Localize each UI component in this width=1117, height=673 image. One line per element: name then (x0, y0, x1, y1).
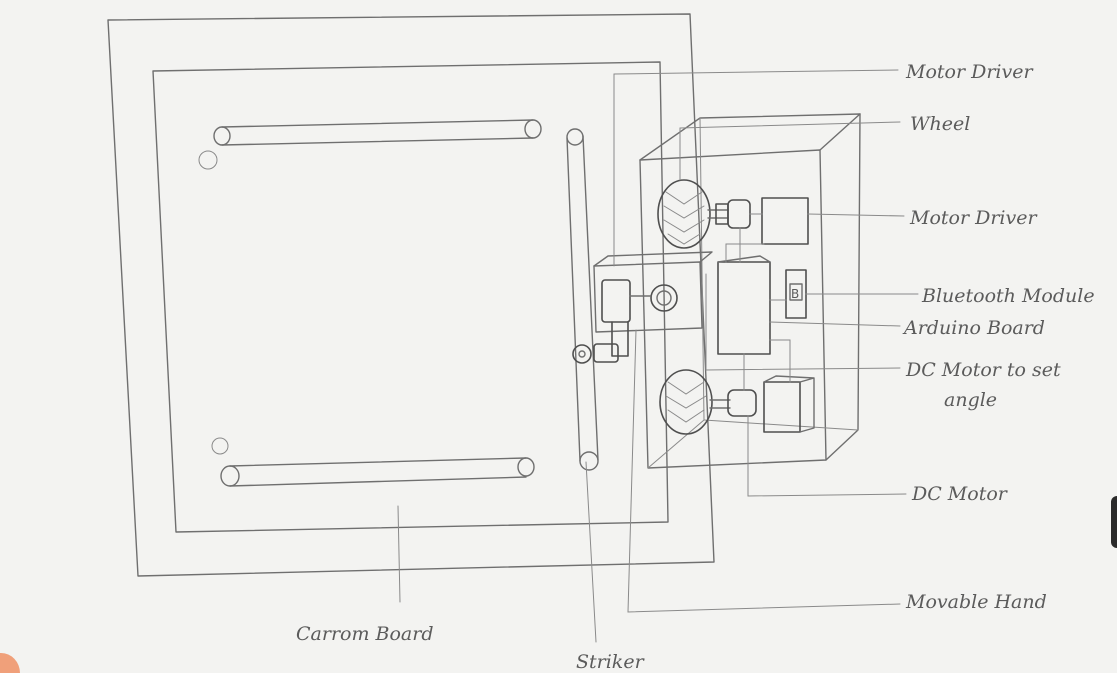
bottom-rail (221, 458, 534, 486)
label-dc-motor-angle-line2: angle (944, 389, 997, 411)
label-carrom-board: Carrom Board (296, 623, 434, 645)
label-bluetooth-module: Bluetooth Module (921, 285, 1095, 307)
bluetooth-module-letter: B (791, 287, 799, 301)
label-dc-motor-to-set-angle: DC Motor to set (905, 359, 1061, 381)
label-striker: Striker (576, 651, 646, 673)
bluetooth-module: B (786, 270, 806, 318)
robot-housing (640, 114, 860, 468)
label-wheel: Wheel (910, 113, 970, 135)
top-rail (214, 120, 541, 145)
top-wheel (658, 180, 710, 248)
label-motor-driver-top: Motor Driver (905, 61, 1034, 83)
motor-driver-box-lower (764, 376, 814, 432)
label-motor-driver-mid: Motor Driver (909, 207, 1038, 229)
dc-motor (710, 390, 756, 416)
leader-lines (398, 70, 918, 642)
pocket-mark (199, 151, 217, 169)
top-drive-motor (708, 200, 750, 228)
arduino-board (718, 262, 770, 354)
wiring (726, 214, 790, 390)
label-movable-hand: Movable Hand (905, 591, 1047, 613)
pocket-mark (212, 438, 228, 454)
carrom-board (108, 14, 714, 576)
vertical-rail (567, 129, 598, 470)
label-dc-motor: DC Motor (911, 483, 1009, 505)
label-arduino-board: Arduino Board (902, 317, 1045, 339)
motor-driver-box (762, 198, 808, 244)
